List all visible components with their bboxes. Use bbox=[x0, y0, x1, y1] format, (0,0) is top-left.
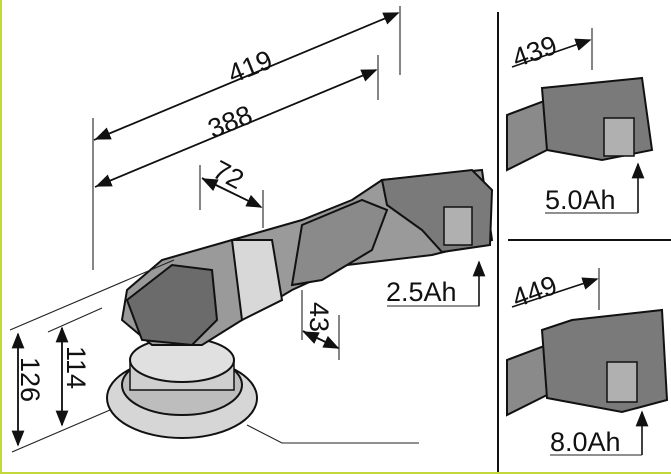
battery-label-8-0ah: 8.0Ah bbox=[550, 427, 621, 457]
dimension-72: 72 bbox=[208, 155, 249, 196]
battery-length-449: 449 bbox=[508, 270, 561, 314]
dimension-419: 419 bbox=[224, 45, 277, 90]
polisher-tool-illustration bbox=[106, 168, 494, 439]
battery-label-2-5ah: 2.5Ah bbox=[386, 277, 457, 307]
battery-5-0ah-illustration bbox=[506, 76, 654, 172]
dimension-126: 126 bbox=[15, 357, 45, 402]
battery-8-0ah-illustration bbox=[506, 308, 669, 417]
dimension-388: 388 bbox=[204, 100, 257, 145]
dimension-43: 43 bbox=[304, 302, 334, 332]
battery-label-5-0ah: 5.0Ah bbox=[545, 185, 616, 215]
battery-length-439: 439 bbox=[508, 30, 561, 74]
dimension-114: 114 bbox=[61, 346, 91, 389]
